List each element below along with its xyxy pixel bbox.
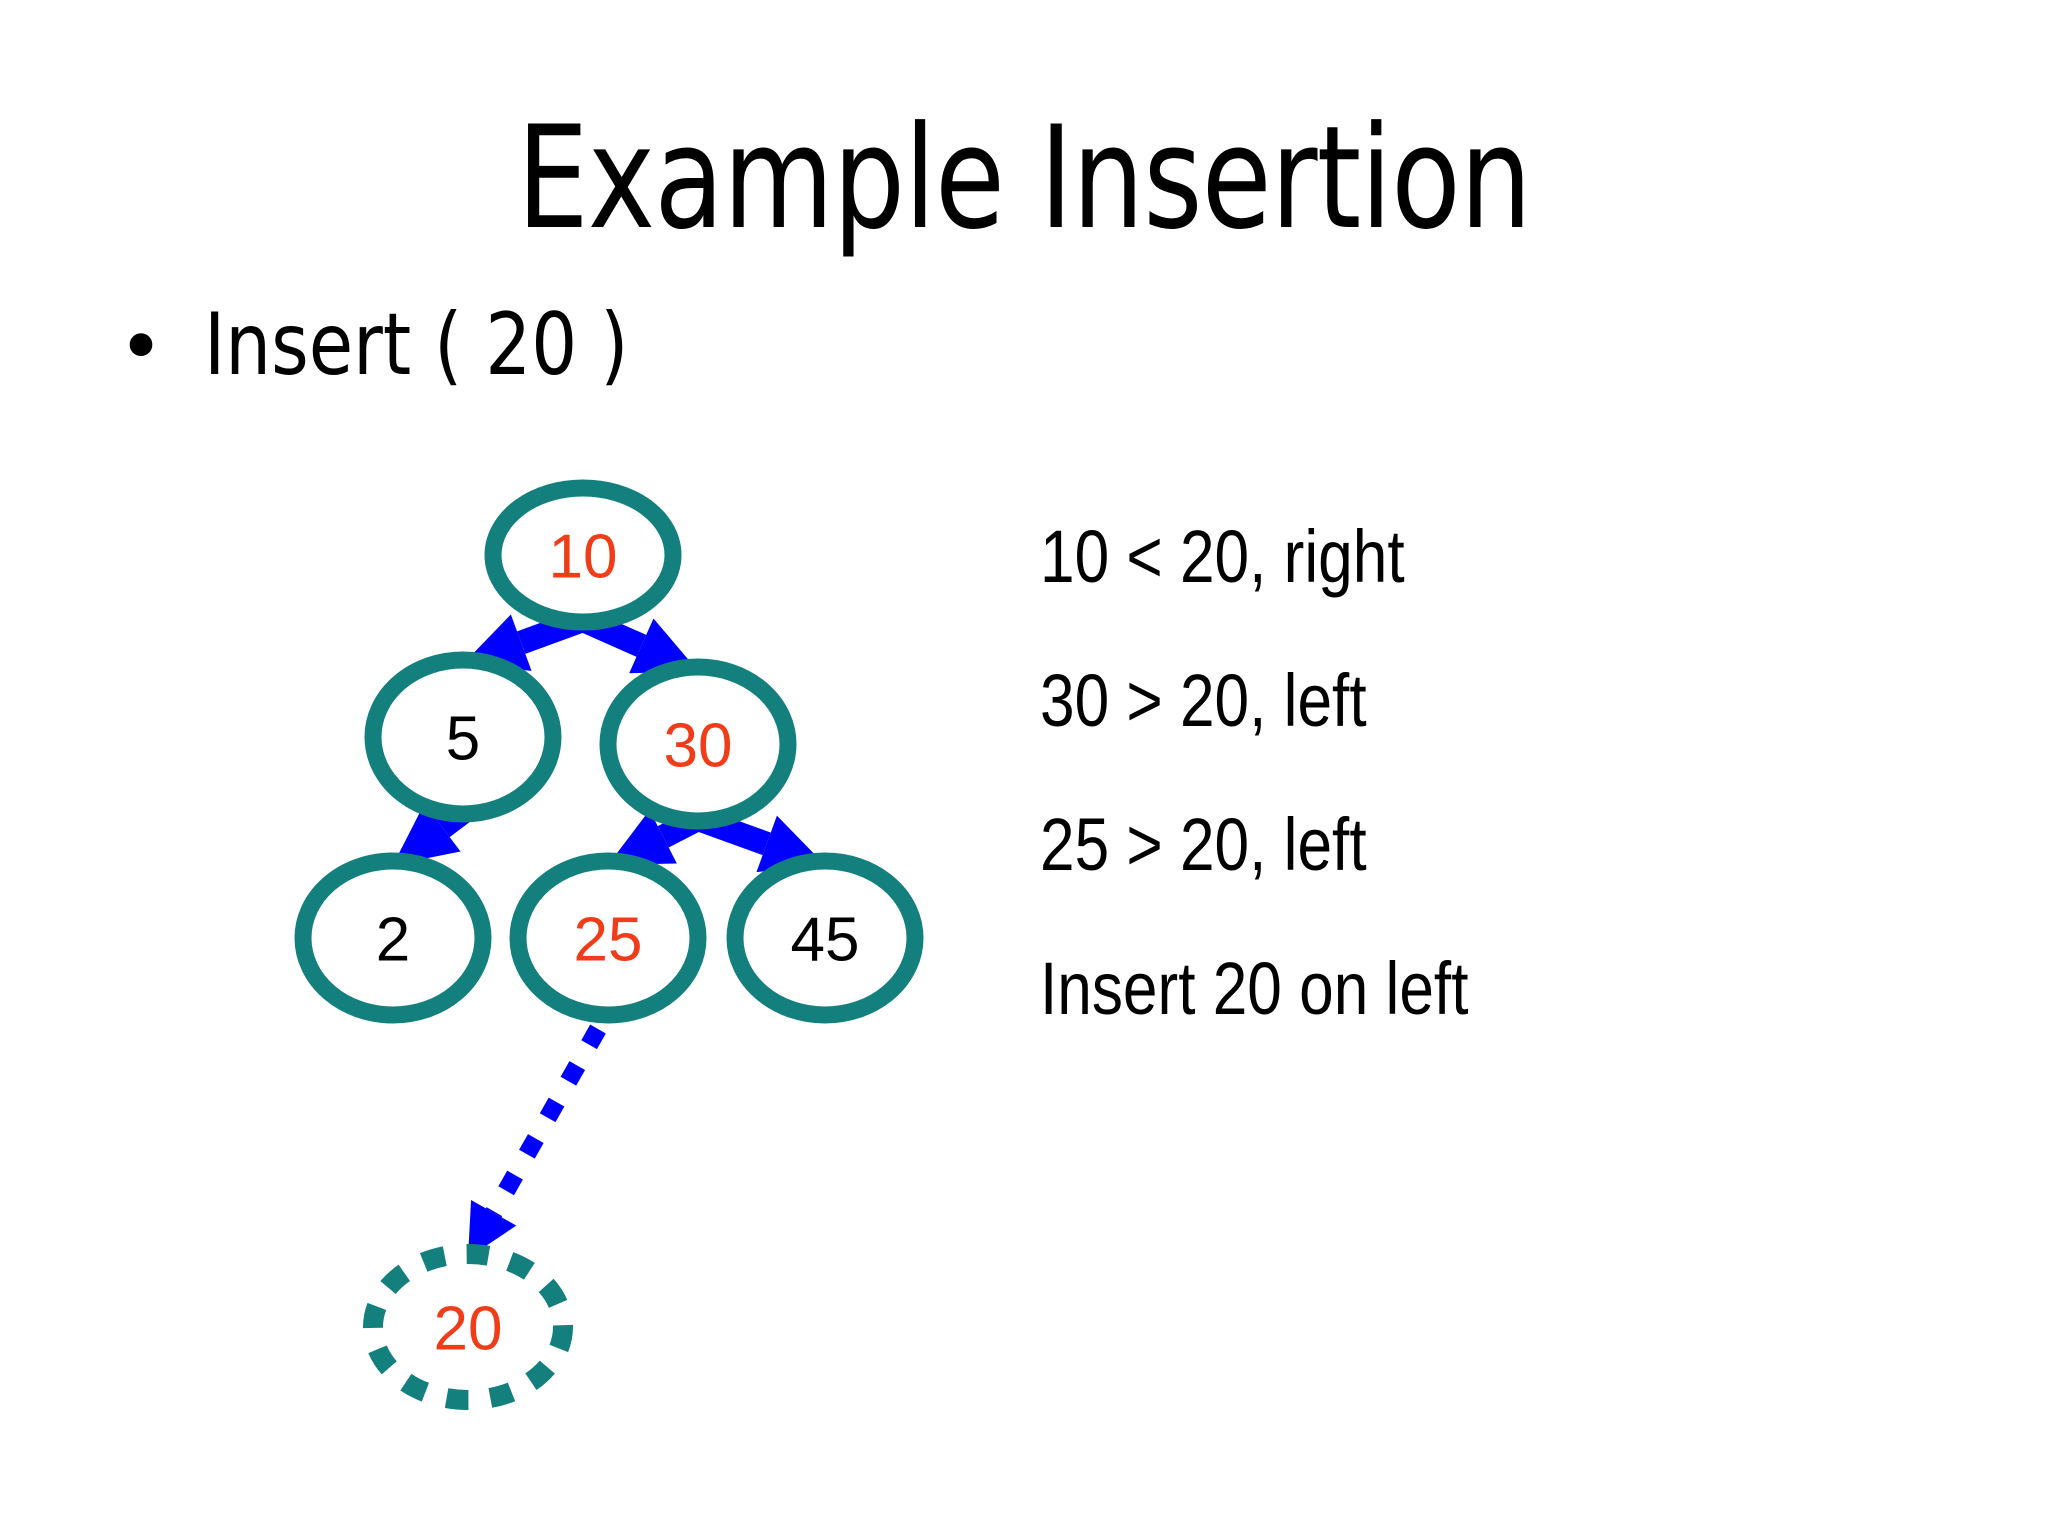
comparison-step-line: 30 > 20, left bbox=[1040, 659, 1367, 742]
tree-node-value: 2 bbox=[376, 906, 410, 975]
bullet-list-item: • Insert ( 20 ) bbox=[118, 302, 709, 388]
tree-nodes-layer: 10 5 30 2 25 45 20 bbox=[294, 479, 924, 1410]
tree-edge-arrowhead-icon bbox=[468, 1199, 517, 1258]
tree-edge-solid bbox=[693, 807, 825, 873]
tree-node-value: 45 bbox=[791, 906, 860, 975]
tree-node-25[interactable]: 25 bbox=[509, 852, 707, 1024]
tree-node-ellipse bbox=[599, 658, 797, 830]
comparison-step-line: Insert 20 on left bbox=[1040, 947, 1469, 1030]
tree-edge-arrowhead-icon bbox=[756, 815, 825, 873]
tree-node-value: 10 bbox=[549, 523, 618, 592]
tree-node-value: 25 bbox=[574, 906, 643, 975]
tree-edge-solid bbox=[393, 802, 471, 865]
tree-node-value: 20 bbox=[434, 1295, 503, 1364]
tree-edge-solid bbox=[463, 608, 588, 671]
tree-edges-layer bbox=[393, 608, 825, 1258]
tree-edge-arrowhead-icon bbox=[629, 618, 698, 674]
comparison-step-line: 25 > 20, left bbox=[1040, 803, 1367, 886]
tree-node-ellipse bbox=[484, 479, 682, 631]
bullet-point-icon: • bbox=[118, 303, 165, 393]
tree-node-ellipse bbox=[364, 651, 562, 823]
tree-node-30[interactable]: 30 bbox=[599, 658, 797, 830]
tree-node-ellipse bbox=[363, 1244, 573, 1410]
comparison-step-line: 10 < 20, right bbox=[1040, 515, 1405, 598]
comparison-steps-list: 10 < 20, right 30 > 20, left 25 > 20, le… bbox=[1040, 520, 1900, 1026]
tree-node-ellipse bbox=[726, 852, 924, 1024]
tree-edge-arrowhead-icon bbox=[463, 614, 532, 671]
tree-node-ellipse bbox=[294, 852, 492, 1024]
page-title: Example Insertion bbox=[516, 96, 1532, 261]
bullet-item-label: Insert ( 20 ) bbox=[204, 295, 629, 395]
tree-node-20[interactable]: 20 bbox=[363, 1244, 573, 1410]
tree-node-2[interactable]: 2 bbox=[294, 852, 492, 1024]
tree-edge-solid bbox=[578, 609, 698, 674]
tree-edge-arrowhead-icon bbox=[608, 810, 677, 865]
tree-node-45[interactable]: 45 bbox=[726, 852, 924, 1024]
tree-node-10[interactable]: 10 bbox=[484, 479, 682, 631]
tree-node-ellipse bbox=[509, 852, 707, 1024]
tree-edge-solid bbox=[608, 808, 704, 865]
tree-node-value: 30 bbox=[664, 712, 733, 781]
tree-node-value: 5 bbox=[446, 705, 480, 774]
tree-edge-dotted bbox=[468, 1024, 606, 1258]
tree-node-5[interactable]: 5 bbox=[364, 651, 562, 823]
tree-edge-arrowhead-icon bbox=[393, 803, 461, 865]
